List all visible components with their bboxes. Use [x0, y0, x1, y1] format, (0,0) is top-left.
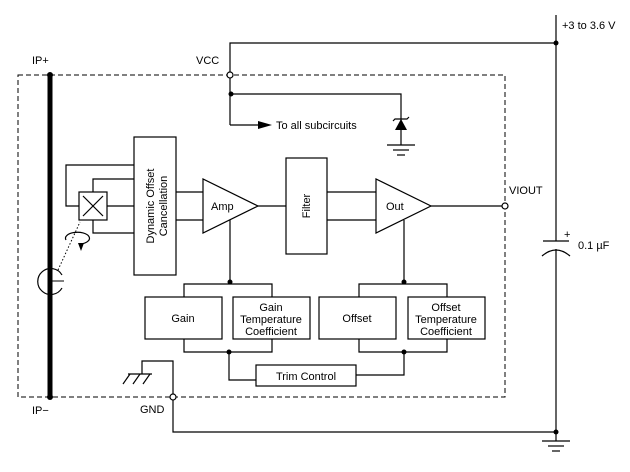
doc-label-2: Cancellation: [158, 176, 170, 237]
capacitor-value-label: 0.1 µF: [578, 240, 610, 252]
gain-tc-label-3: Coefficient: [245, 326, 297, 338]
offset-tc-label-1: Offset: [431, 302, 460, 314]
doc-label-1: Dynamic Offset: [145, 169, 157, 244]
offset-label: Offset: [342, 313, 371, 325]
ground-icon: [387, 144, 415, 156]
filter-block: [285, 157, 328, 255]
viout-pin: [501, 202, 509, 210]
dynamic-offset-cancellation-block: [133, 136, 177, 276]
to-all-subcircuits-label: To all subcircuits: [276, 120, 357, 132]
trim-control-block: [255, 364, 357, 387]
out-block: [375, 178, 433, 234]
amp-label: Amp: [211, 201, 234, 213]
gnd-label: GND: [140, 404, 165, 416]
vcc-label: VCC: [196, 55, 219, 67]
offset-tc-label-2: Temperature: [415, 314, 477, 326]
package-boundary: [17, 74, 506, 398]
ip-minus-label: IP−: [32, 405, 49, 417]
out-label: Out: [386, 201, 404, 213]
gnd-pin: [169, 393, 177, 401]
capacitor-plus-label: +: [564, 229, 570, 241]
amp-block: [202, 178, 260, 234]
zener-diode-icon: [392, 116, 410, 130]
gain-tc-label-1: Gain: [259, 302, 282, 314]
ip-minus-pin: [47, 394, 53, 400]
trim-control-label: Trim Control: [276, 371, 336, 383]
gain-label: Gain: [171, 313, 194, 325]
ip-plus-label: IP+: [32, 55, 49, 67]
arrow-icon: [258, 121, 272, 129]
gain-tc-label-2: Temperature: [240, 314, 302, 326]
vcc-pin: [226, 71, 234, 79]
offset-block: [318, 296, 397, 340]
offset-temperature-coefficient-block: [407, 296, 486, 340]
supply-label: +3 to 3.6 V: [562, 20, 616, 32]
chassis-ground-icon: [122, 373, 152, 385]
magnetic-field-icon: [37, 221, 91, 296]
filter-label: Filter: [301, 193, 313, 218]
gain-temperature-coefficient-block: [232, 296, 311, 340]
hall-element: [78, 191, 108, 221]
ground-icon: [542, 440, 570, 452]
offset-tc-label-3: Coefficient: [420, 326, 472, 338]
viout-label: VIOUT: [509, 185, 543, 197]
ip-plus-pin: [47, 72, 53, 78]
